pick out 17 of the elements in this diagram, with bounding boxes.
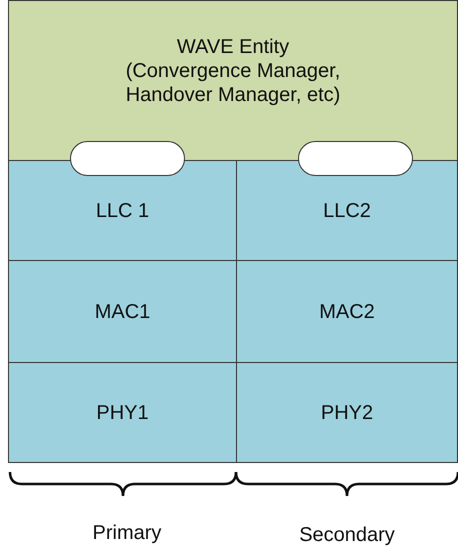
node-title: PHY1 bbox=[96, 400, 149, 424]
layer-cell bbox=[236, 362, 458, 463]
layer-cell bbox=[8, 362, 237, 463]
layer-cell bbox=[236, 260, 458, 363]
node-title: MAC2 bbox=[319, 300, 375, 324]
group-label: Secondary bbox=[298, 524, 396, 547]
node-text: (Convergence Manager, Handover Manager, etc) bbox=[124, 58, 342, 106]
node-title: LLC2 bbox=[323, 198, 371, 222]
node-title: PHY2 bbox=[320, 400, 374, 424]
group-label: Primary bbox=[92, 522, 162, 545]
node-title: WAVE Entity bbox=[176, 34, 290, 58]
node-title: LLC 1 bbox=[96, 198, 150, 222]
node-title: MAC1 bbox=[94, 300, 150, 324]
layer-cell bbox=[8, 260, 237, 363]
layer-cell bbox=[236, 160, 458, 261]
entity-band bbox=[8, 0, 458, 161]
layer-cell bbox=[8, 160, 237, 261]
